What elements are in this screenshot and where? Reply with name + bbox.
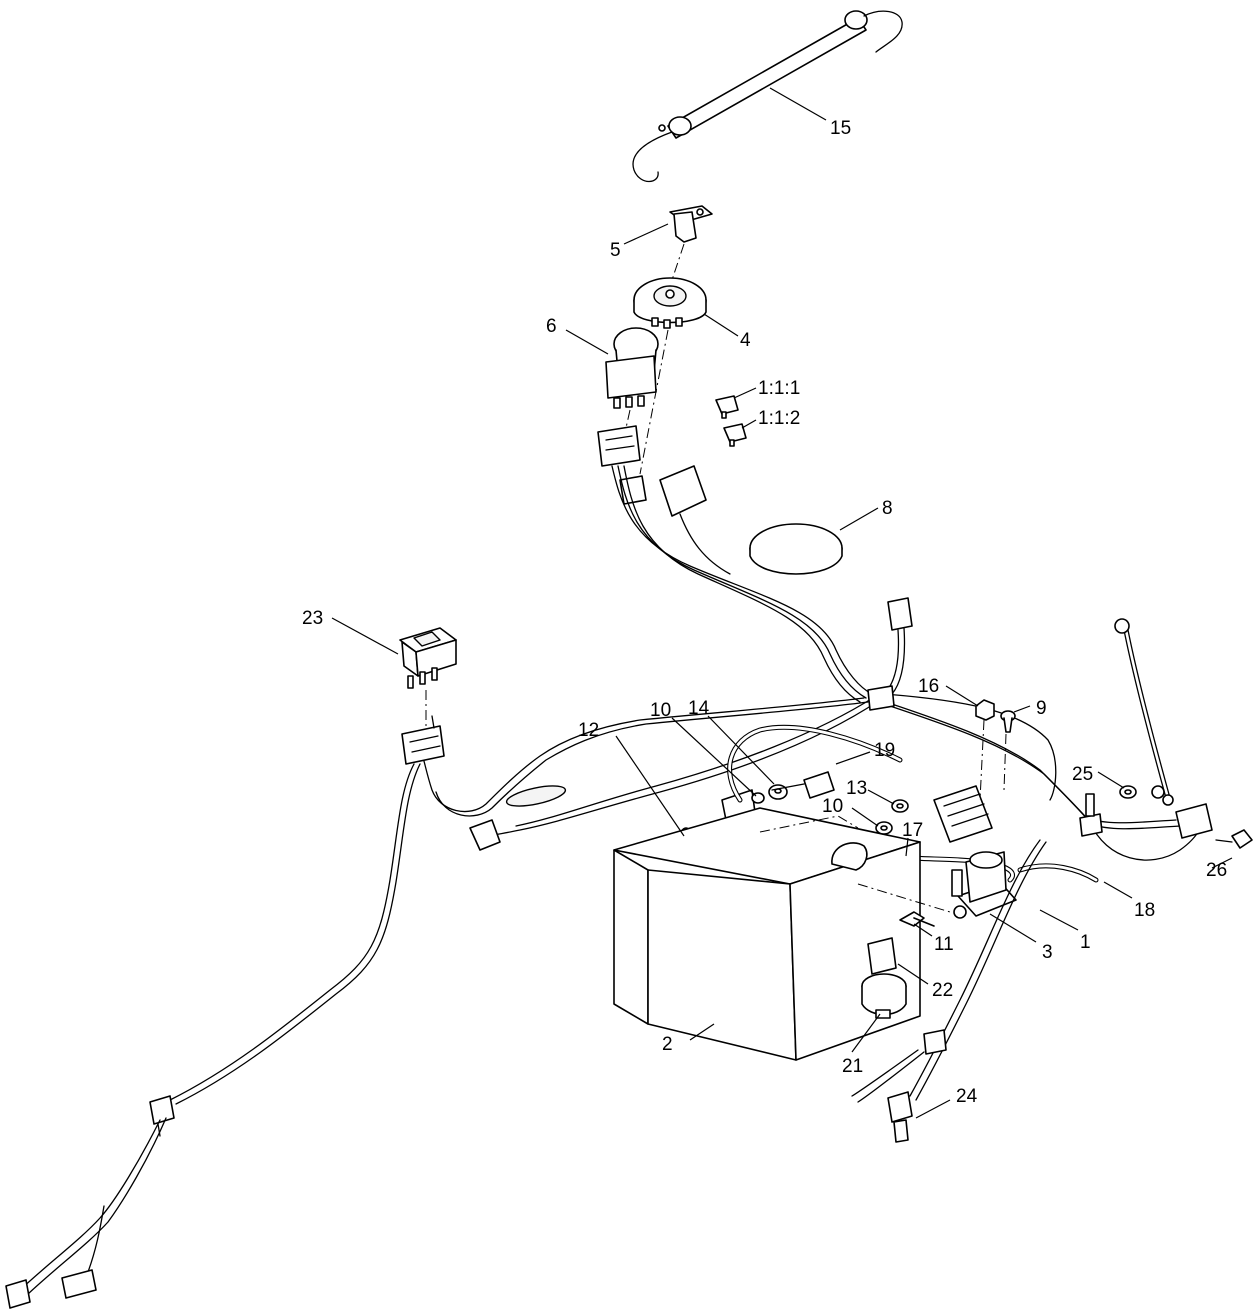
callout-10-top: 10 xyxy=(650,700,671,721)
part-2-battery xyxy=(613,807,921,1061)
part-13-washer xyxy=(891,799,909,813)
callout-9: 9 xyxy=(1036,698,1047,719)
callout-19: 19 xyxy=(874,740,895,761)
callout-4: 4 xyxy=(740,330,751,351)
battery-cable xyxy=(727,724,1099,883)
light-harness xyxy=(5,763,421,1309)
part-4-ignition-switch xyxy=(633,277,707,329)
part-1-1-2-fuse xyxy=(723,423,747,447)
harness-main-connector xyxy=(933,785,993,843)
part-6-pto-switch xyxy=(605,327,659,409)
part-10-washer-b xyxy=(875,821,893,835)
callout-5: 5 xyxy=(610,240,621,261)
pto-connector xyxy=(597,425,641,467)
callout-13: 13 xyxy=(846,778,867,799)
part-24-connector xyxy=(851,839,1047,1143)
part-5-key xyxy=(669,205,713,243)
part-8-grommet xyxy=(749,523,843,575)
fuse-block-connector xyxy=(619,465,707,517)
part-21-key-switch xyxy=(861,973,907,1019)
rocker-switch-connector xyxy=(401,715,445,765)
callout-23: 23 xyxy=(302,608,323,629)
part-25-nut xyxy=(1119,785,1137,799)
callout-25: 25 xyxy=(1072,764,1093,785)
callout-18: 18 xyxy=(1134,900,1155,921)
callout-14: 14 xyxy=(688,698,710,719)
callout-16: 16 xyxy=(918,676,939,697)
part-15-strap xyxy=(632,10,903,183)
callout-24: 24 xyxy=(956,1086,978,1107)
callout-1: 1 xyxy=(1080,932,1091,953)
callout-21: 21 xyxy=(842,1056,863,1077)
callout-labels: 15 5 4 6 1:1:1 1:1:2 8 23 16 9 10 14 12 … xyxy=(302,118,1227,1107)
part-16-nut xyxy=(975,699,995,721)
part-23-rocker-switch xyxy=(399,627,457,689)
callout-3: 3 xyxy=(1042,942,1053,963)
part-26-bolt xyxy=(1215,829,1253,849)
callout-12: 12 xyxy=(578,720,599,741)
callout-15: 15 xyxy=(830,118,851,139)
callout-26: 26 xyxy=(1206,860,1227,881)
main-harness xyxy=(419,465,1213,861)
callout-1-1-1: 1:1:1 xyxy=(758,378,800,399)
callout-6: 6 xyxy=(546,316,557,337)
part-9-screw xyxy=(1000,710,1016,733)
callout-2: 2 xyxy=(662,1034,673,1055)
callout-10-bottom: 10 xyxy=(822,796,843,817)
callout-22: 22 xyxy=(932,980,953,1001)
part-3-solenoid xyxy=(951,851,1017,919)
callout-11: 11 xyxy=(934,934,954,955)
part-1-1-1-fuse xyxy=(715,395,739,419)
callout-8: 8 xyxy=(882,498,893,519)
leader-lines xyxy=(331,87,1233,1119)
callout-1-1-2: 1:1:2 xyxy=(758,408,800,429)
part-19-fuse-holder xyxy=(771,771,835,799)
part-11-bolt xyxy=(899,911,935,927)
part-22-key xyxy=(867,937,897,975)
callout-17: 17 xyxy=(902,820,923,841)
